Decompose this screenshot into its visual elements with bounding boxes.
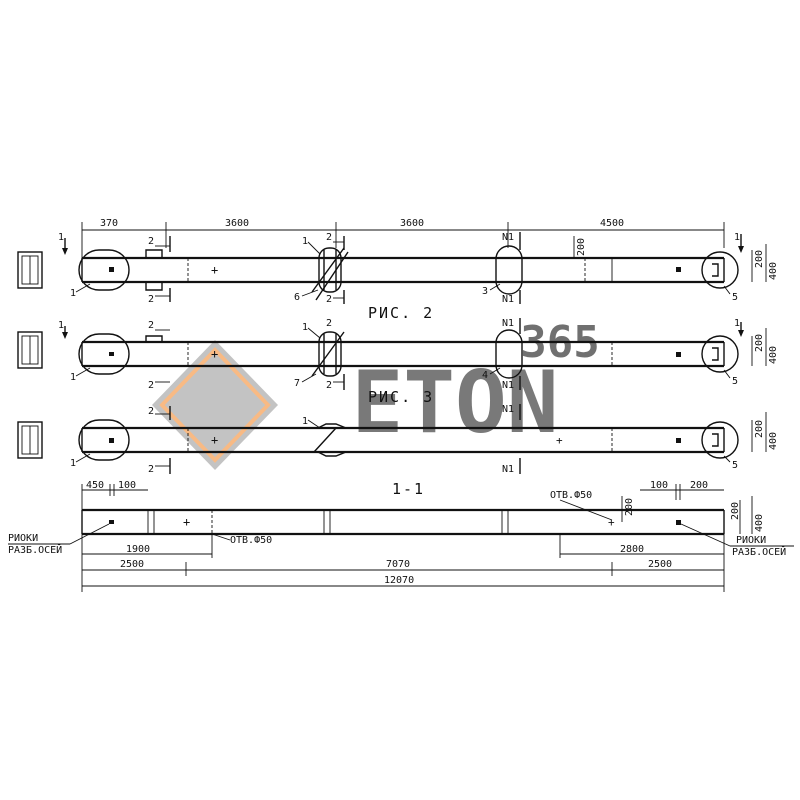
cross-section-square-2 <box>17 331 43 369</box>
svg-text:ОТВ.Ф50: ОТВ.Ф50 <box>550 490 592 501</box>
svg-text:100: 100 <box>118 480 136 491</box>
watermark-logo-icon <box>152 340 278 470</box>
svg-text:1: 1 <box>302 236 308 247</box>
svg-text:6: 6 <box>294 292 300 303</box>
svg-text:3: 3 <box>482 286 488 297</box>
svg-text:N1: N1 <box>502 294 514 305</box>
svg-text:2: 2 <box>148 236 154 247</box>
svg-text:N1: N1 <box>502 404 514 415</box>
svg-text:200: 200 <box>624 498 635 516</box>
svg-text:2500: 2500 <box>120 559 144 570</box>
svg-text:2: 2 <box>148 406 154 417</box>
svg-text:2: 2 <box>148 380 154 391</box>
svg-text:100: 100 <box>650 480 668 491</box>
dim-3600-a: 3600 <box>225 218 249 229</box>
svg-text:400: 400 <box>768 432 779 450</box>
svg-text:+: + <box>608 516 615 529</box>
svg-text:1: 1 <box>302 416 308 427</box>
cross-section-square-1 <box>17 251 43 289</box>
svg-text:1: 1 <box>302 322 308 333</box>
svg-text:2800: 2800 <box>620 544 644 555</box>
section-title: 1-1 <box>392 480 425 498</box>
svg-text:200: 200 <box>754 334 765 352</box>
svg-text:7: 7 <box>294 378 300 389</box>
svg-text:+: + <box>211 347 218 361</box>
svg-text:200: 200 <box>730 502 741 520</box>
svg-text:7070: 7070 <box>386 559 410 570</box>
svg-text:2500: 2500 <box>648 559 672 570</box>
svg-text:5: 5 <box>732 292 738 303</box>
svg-text:+: + <box>556 434 563 447</box>
beam-fig3: + + <box>78 419 739 461</box>
fig2-title: РИС. 2 <box>368 304 434 322</box>
svg-text:1: 1 <box>70 458 76 469</box>
svg-text:200: 200 <box>754 250 765 268</box>
svg-text:1: 1 <box>58 232 64 243</box>
dim-4500: 4500 <box>600 218 624 229</box>
section-dimensions: 450 100 100 200 ОТВ.Ф50 200 200 400 ОТВ.… <box>81 480 765 592</box>
beam-fig2: + <box>78 329 739 379</box>
svg-text:2: 2 <box>326 294 332 305</box>
dim-370: 370 <box>100 218 118 229</box>
top-dimension-chain: 370 3600 3600 4500 <box>81 218 725 258</box>
note-left-1: РИОКИ <box>8 533 38 544</box>
svg-text:1: 1 <box>734 318 740 329</box>
svg-text:N1: N1 <box>502 232 514 243</box>
svg-text:ОТВ.Ф50: ОТВ.Ф50 <box>230 535 272 546</box>
svg-text:+: + <box>211 433 218 447</box>
svg-text:200: 200 <box>690 480 708 491</box>
svg-text:1: 1 <box>734 232 740 243</box>
note-left-2: РАЗБ.ОСЕЙ <box>8 543 62 556</box>
svg-text:N1: N1 <box>502 380 514 391</box>
svg-text:1: 1 <box>70 288 76 299</box>
svg-text:1: 1 <box>58 320 64 331</box>
fig3-title: РИС. 3 <box>368 388 434 406</box>
svg-text:N1: N1 <box>502 318 514 329</box>
svg-text:2: 2 <box>148 320 154 331</box>
svg-text:450: 450 <box>86 480 104 491</box>
notes: РИОКИ РАЗБ.ОСЕЙ РИОКИ РАЗБ.ОСЕЙ <box>8 523 794 558</box>
beam-fig1: + <box>78 245 739 301</box>
svg-text:400: 400 <box>754 514 765 532</box>
svg-text:400: 400 <box>768 346 779 364</box>
watermark-brand: ETON <box>351 353 558 453</box>
section-markers: 1 1 1 1 2 2 2 2 2 2 2 2 2 <box>58 232 744 475</box>
svg-text:1900: 1900 <box>126 544 150 555</box>
svg-text:12070: 12070 <box>384 575 414 586</box>
cross-section-square-3 <box>17 421 43 459</box>
height-dims: 200 400 200 400 200 400 200 <box>573 236 779 452</box>
svg-text:5: 5 <box>732 376 738 387</box>
svg-text:4: 4 <box>482 370 488 381</box>
svg-text:N1: N1 <box>502 464 514 475</box>
svg-text:200: 200 <box>576 238 587 256</box>
svg-text:2: 2 <box>326 232 332 243</box>
svg-text:1: 1 <box>70 372 76 383</box>
note-right-1: РИОКИ <box>736 535 766 546</box>
svg-text:200: 200 <box>754 420 765 438</box>
svg-text:+: + <box>211 263 218 277</box>
svg-text:2: 2 <box>326 380 332 391</box>
note-right-2: РАЗБ.ОСЕЙ <box>732 545 786 558</box>
beam-section-1-1: + + <box>81 508 725 536</box>
svg-text:2: 2 <box>148 294 154 305</box>
callouts: 1 6 3 5 1 7 4 5 1 5 1 1 1 <box>70 236 738 471</box>
svg-text:2: 2 <box>148 464 154 475</box>
svg-text:5: 5 <box>732 460 738 471</box>
svg-text:400: 400 <box>768 262 779 280</box>
svg-text:2: 2 <box>326 318 332 329</box>
dim-3600-b: 3600 <box>400 218 424 229</box>
svg-text:+: + <box>183 515 190 529</box>
